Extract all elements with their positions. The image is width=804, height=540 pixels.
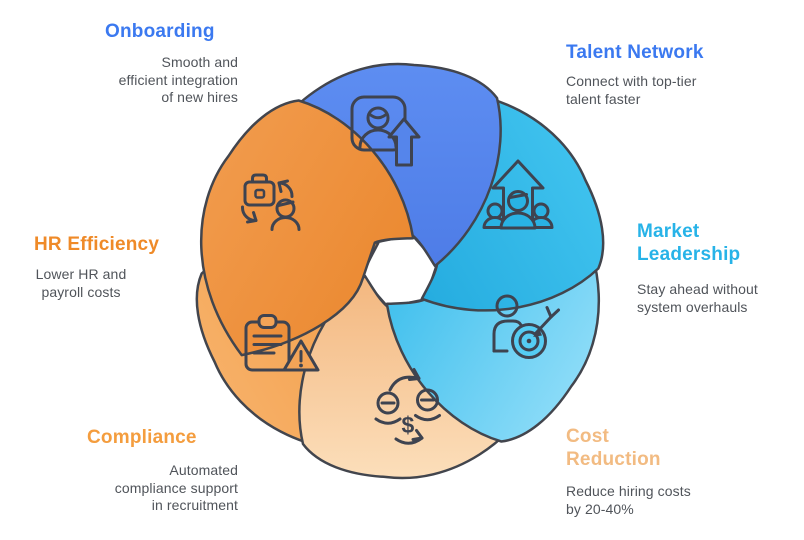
- headcount-dollar-icon: $: [374, 368, 441, 445]
- desc-compliance: Automated compliance support in recruitm…: [114, 462, 238, 513]
- label-market-leadership: Market Leadership: [637, 221, 741, 265]
- label-cost-reduction: Cost Reduction: [566, 426, 661, 470]
- person-target-dart-icon: [492, 294, 560, 359]
- up-arrow-icon: [387, 117, 421, 167]
- desc-hr-efficiency: Lower HR and payroll costs: [35, 266, 127, 300]
- team-growth-arrow-icon: [482, 159, 554, 230]
- desc-cost-reduction: Reduce hiring costs by 20-40%: [566, 483, 691, 517]
- label-onboarding: Onboarding: [105, 21, 215, 42]
- desc-onboarding: Smooth and efficient integration of new …: [118, 54, 238, 105]
- briefcase-icon: [243, 180, 276, 207]
- person-card-upload-icon: [350, 95, 421, 167]
- dollar-sign: $: [402, 412, 415, 438]
- dart-icon: [534, 315, 553, 335]
- clipboard-warning-icon: [244, 314, 320, 372]
- briefcase-person-cycle-icon: [241, 173, 301, 231]
- label-hr-efficiency: HR Efficiency: [34, 234, 160, 255]
- desc-market-leadership: Stay ahead without system overhauls: [637, 281, 758, 315]
- label-talent-network: Talent Network: [566, 42, 704, 63]
- desc-talent-network: Connect with top-tier talent faster: [566, 73, 697, 107]
- petal-hr-efficiency: [200, 99, 415, 357]
- label-compliance: Compliance: [87, 427, 197, 448]
